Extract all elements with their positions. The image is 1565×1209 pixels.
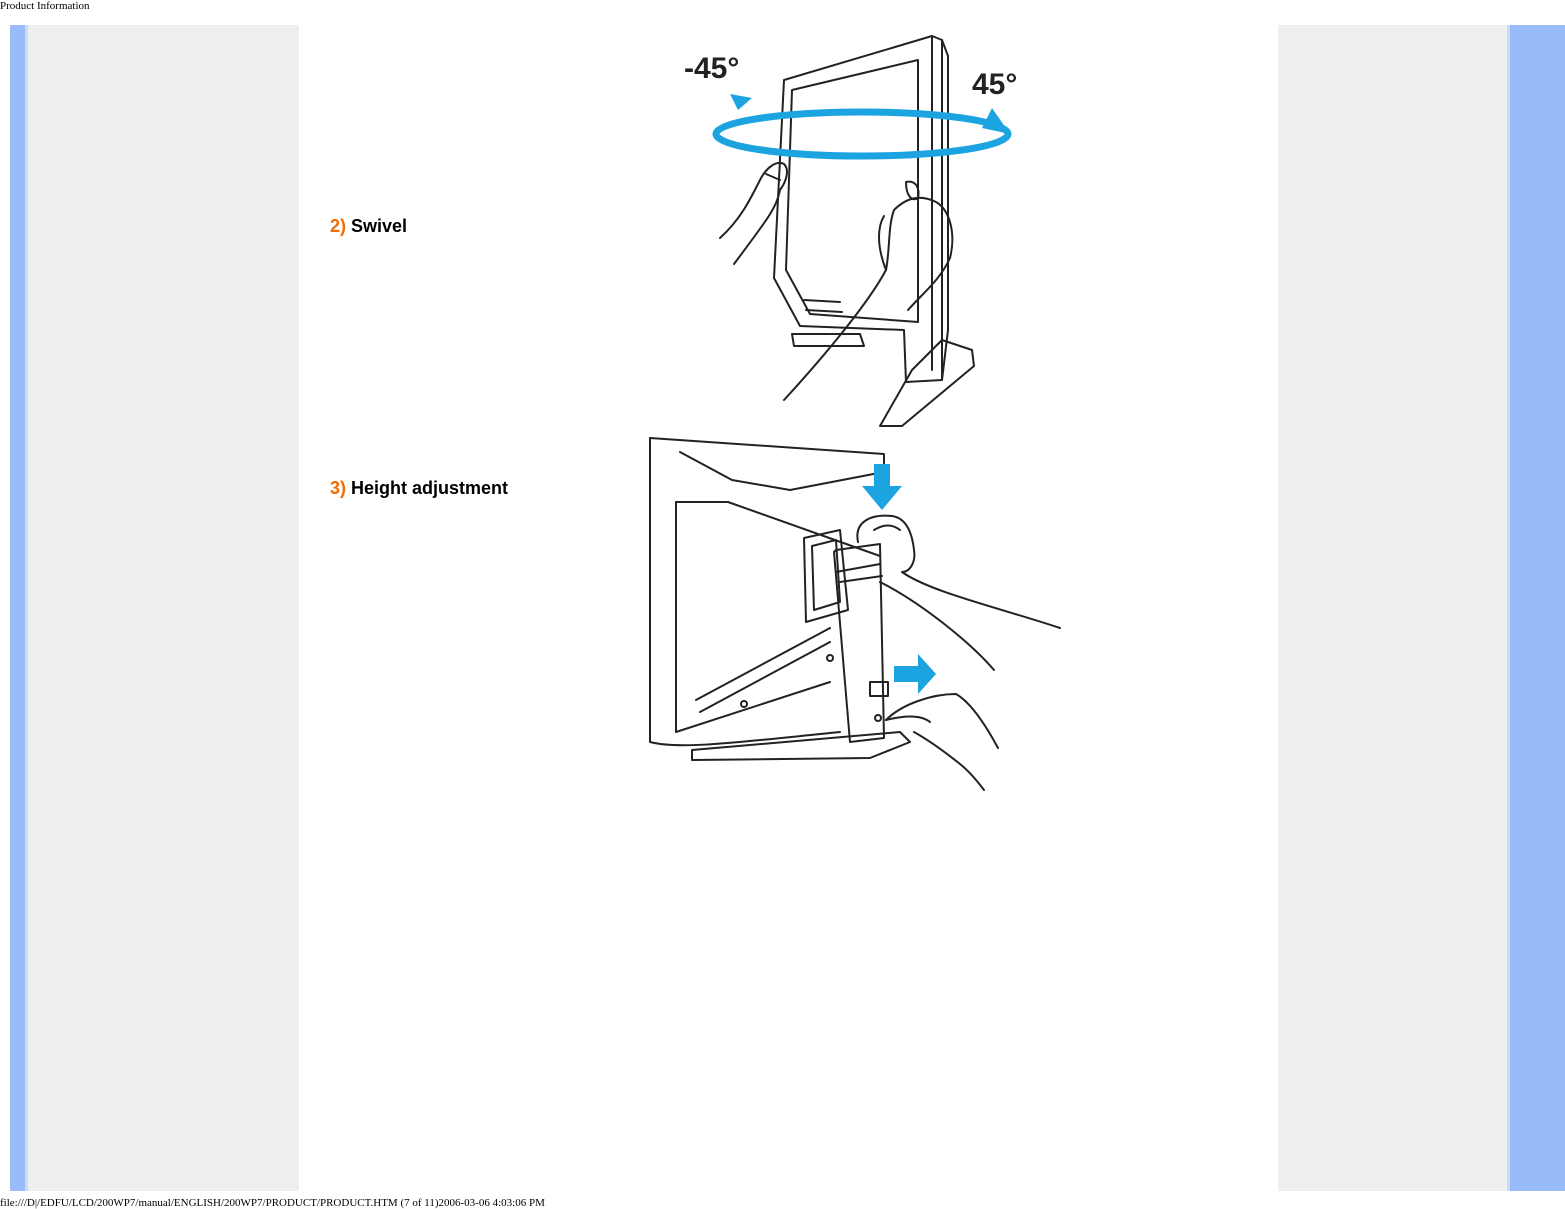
right-blue-bar — [1507, 25, 1565, 1191]
monitor-screen — [785, 59, 919, 323]
stand-base — [691, 731, 911, 761]
arrow-head-right — [982, 108, 1010, 134]
step-height-label: 3) Height adjustment — [330, 478, 508, 499]
swivel-arrow — [712, 108, 1012, 160]
step-height-number: 3) — [330, 478, 347, 498]
stand-column — [833, 543, 885, 743]
monitor-top — [649, 437, 885, 491]
print-footer-path: file:///D|/EDFU/LCD/200WP7/manual/ENGLIS… — [0, 1197, 545, 1209]
right-hand — [783, 196, 954, 401]
right-arrow — [894, 654, 936, 694]
right-grey-panel — [1278, 25, 1507, 1191]
step-height-text: Height adjustment — [351, 478, 509, 498]
arrow-head-left — [730, 94, 752, 110]
height-adjustment-illustration — [649, 437, 1061, 791]
monitor-back-panel — [675, 501, 831, 733]
angle-right-label: 45° — [972, 68, 1017, 101]
step-swivel-label: 2) Swivel — [330, 216, 407, 237]
left-grey-panel — [28, 25, 299, 1191]
stand-base — [879, 339, 975, 427]
down-arrow — [862, 464, 902, 510]
bottom-hand — [885, 693, 999, 749]
step-swivel-number: 2) — [330, 216, 347, 236]
top-hand — [856, 514, 1061, 629]
print-header-title: Product Information — [0, 0, 90, 12]
left-blue-bar — [10, 25, 28, 1191]
vesa-plate — [803, 529, 849, 623]
swivel-illustration: -45° 45° — [684, 35, 1017, 427]
angle-left-label: -45° — [684, 52, 739, 85]
left-hand — [719, 162, 788, 265]
step-swivel-text: Swivel — [351, 216, 408, 236]
